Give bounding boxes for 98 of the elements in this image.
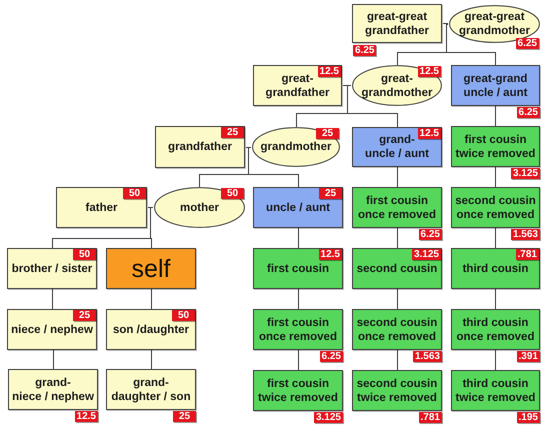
relative-ellipse	[252, 127, 340, 167]
percent-badge: 6.25	[320, 351, 343, 362]
percent-badge: .781	[516, 249, 539, 260]
percent-badge: 25	[173, 411, 196, 422]
relative-box	[8, 369, 98, 410]
relative-box	[352, 127, 442, 167]
percent-badge: 25	[319, 188, 342, 199]
relation-label: great-great grandmother	[459, 10, 530, 38]
relative-box	[106, 369, 196, 410]
relation-label: grandfather	[168, 140, 232, 154]
relation-label: first cousin once removed	[259, 316, 337, 344]
relation-label: niece / nephew	[11, 322, 93, 336]
percent-badge: .195	[516, 412, 540, 423]
percent-badge: 25	[316, 128, 339, 139]
relative-box	[352, 248, 442, 289]
percent-badge: 12.5	[74, 411, 98, 422]
relation-label: first cousin once removed	[358, 194, 436, 222]
relative-box	[352, 187, 442, 228]
relation-label: second cousin twice removed	[356, 376, 438, 404]
relative-box	[155, 126, 245, 168]
connector-line	[53, 350, 54, 370]
relation-label: grand- niece / nephew	[12, 376, 94, 404]
connector-line	[495, 166, 496, 188]
percent-badge: 6.25	[516, 38, 539, 49]
relation-label: third cousin	[462, 262, 528, 276]
relative-box	[451, 309, 540, 350]
connector-line	[298, 350, 299, 370]
relation-label: first cousin	[267, 262, 329, 276]
relative-box	[253, 187, 343, 228]
relative-box	[253, 248, 343, 289]
relative-ellipse	[352, 65, 442, 106]
connector-line	[397, 350, 398, 370]
percent-badge: 50	[221, 188, 244, 199]
percent-badge: 50	[123, 188, 146, 199]
self-box	[106, 248, 196, 289]
connector-line	[298, 228, 299, 248]
percent-badge: 12.5	[318, 66, 341, 77]
connector-line	[495, 228, 496, 248]
relative-box	[56, 187, 147, 228]
relation-label: third cousin once removed	[456, 316, 534, 344]
relation-label: second cousin	[356, 262, 438, 276]
relation-label: grandmother	[260, 140, 332, 154]
connector-line	[397, 288, 398, 310]
percent-badge: 12.5	[318, 249, 342, 260]
relative-box	[253, 370, 343, 411]
connector-line	[495, 106, 496, 126]
relation-label: uncle / aunt	[266, 200, 330, 214]
percent-badge: 25	[73, 310, 96, 321]
relation-label: brother / sister	[12, 262, 92, 276]
relation-label: grand- daughter / son	[111, 376, 191, 404]
relation-label: son /daughter	[112, 322, 190, 336]
connector-line	[495, 288, 496, 310]
connector-line	[151, 288, 152, 310]
connector-line	[52, 288, 53, 310]
connector-line	[397, 228, 398, 248]
percent-badge: 3.125	[412, 249, 441, 260]
relative-box	[451, 370, 540, 411]
percent-badge: 6.25	[418, 229, 442, 240]
relative-box	[253, 309, 343, 350]
relative-box	[7, 309, 97, 350]
relative-box	[352, 309, 442, 350]
relative-ellipse	[154, 187, 245, 228]
percent-badge: 1.563	[510, 229, 540, 240]
relative-box	[451, 187, 540, 228]
relative-box	[451, 248, 540, 289]
relation-label: mother	[180, 200, 219, 214]
relative-box	[106, 309, 196, 350]
relative-box	[253, 65, 342, 106]
percent-badge: .781	[418, 412, 442, 423]
percent-badge: 12.5	[418, 66, 441, 77]
relative-box	[451, 126, 540, 167]
relative-box	[352, 370, 442, 411]
relation-label: great-great grandfather	[365, 10, 429, 38]
percent-badge: 6.25	[353, 45, 376, 56]
relation-label: third cousin twice removed	[456, 376, 536, 404]
percent-badge: 50	[172, 310, 195, 321]
percent-badge: 25	[221, 127, 244, 138]
connector-line	[397, 166, 398, 188]
percent-badge: .391	[516, 351, 540, 362]
percent-badge: 6.25	[516, 107, 540, 118]
percent-badge: 50	[73, 249, 96, 260]
relation-label: first cousin twice removed	[456, 132, 536, 160]
percent-badge: 3.125	[314, 412, 343, 423]
relation-label: second cousin once removed	[356, 316, 438, 344]
relation-label: father	[86, 200, 118, 214]
relative-box	[352, 4, 442, 43]
relative-box	[7, 248, 97, 289]
connector-line	[298, 288, 299, 310]
relative-box	[451, 65, 540, 106]
relation-label: first cousin twice removed	[258, 376, 338, 404]
percent-badge: 3.125	[510, 168, 540, 179]
connector-line	[151, 350, 152, 370]
relation-label: second cousin once removed	[455, 194, 536, 222]
relation-label: great-grand uncle / aunt	[464, 72, 528, 100]
connector-line	[495, 350, 496, 370]
percent-badge: 12.5	[418, 128, 441, 139]
percent-badge: 1.563	[412, 351, 442, 362]
relation-label: self	[132, 254, 170, 282]
